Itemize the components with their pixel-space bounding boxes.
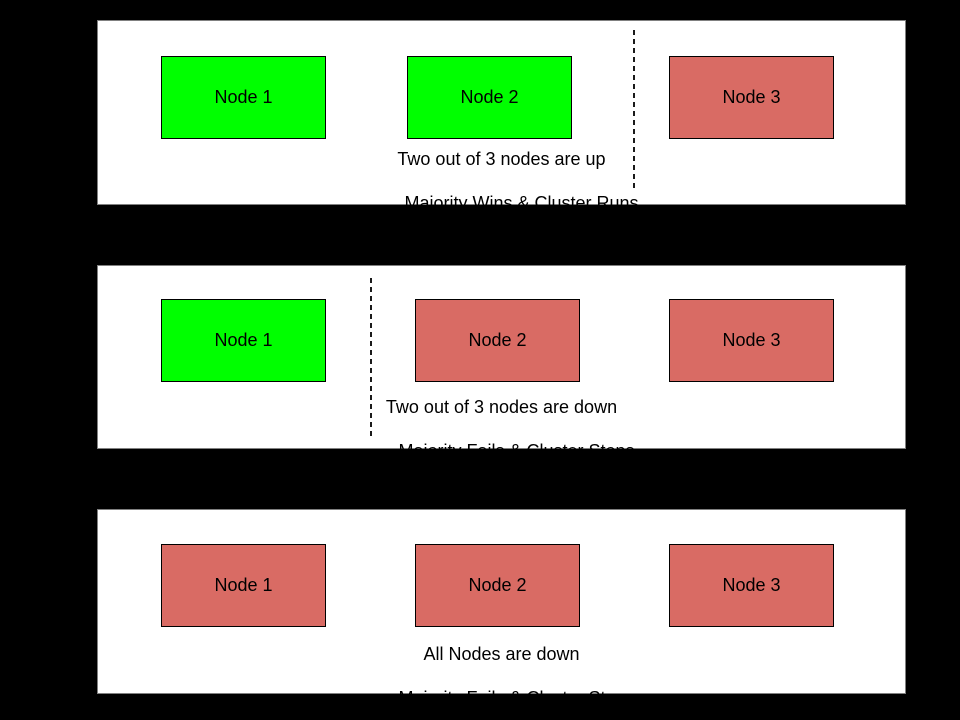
node-1-label: Node 1 (214, 575, 273, 595)
caption-line-1: Two out of 3 nodes are down (385, 397, 618, 417)
node-3-box: Node 3 (669, 299, 834, 382)
node-2-label: Node 2 (468, 575, 527, 595)
node-1-box: Node 1 (161, 544, 326, 627)
partition-dashed-line (370, 278, 372, 439)
node-3-box: Node 3 (669, 544, 834, 627)
node-2-box: Node 2 (415, 299, 580, 382)
caption-line-1: Two out of 3 nodes are up (397, 149, 606, 169)
caption-line-2: , Majority Wins & Cluster Runs (394, 193, 639, 213)
node-2-box: Node 2 (415, 544, 580, 627)
panel-caption: Two out of 3 nodes are up , Majority Win… (98, 148, 905, 236)
panel-caption: All Nodes are down Majority Fails & Clus… (98, 643, 905, 720)
node-1-label: Node 1 (214, 330, 273, 350)
node-1-box: Node 1 (161, 56, 326, 139)
node-2-label: Node 2 (468, 330, 527, 350)
node-3-label: Node 3 (722, 575, 781, 595)
node-2-label: Node 2 (460, 87, 519, 107)
node-2-box: Node 2 (407, 56, 572, 139)
node-1-box: Node 1 (161, 299, 326, 382)
node-3-box: Node 3 (669, 56, 834, 139)
node-1-label: Node 1 (214, 87, 273, 107)
panel-all-nodes-down: Node 1 Node 2 Node 3 All Nodes are down … (97, 509, 906, 708)
caption-line-2: Majority Fails & Cluster Stops (398, 441, 635, 461)
caption-line-2: Majority Fails & Cluster Stops (398, 688, 635, 708)
panel-two-nodes-up: Node 1 Node 2 Node 3 Two out of 3 nodes … (97, 20, 906, 213)
node-3-label: Node 3 (722, 330, 781, 350)
partition-dashed-line (633, 30, 635, 192)
node-3-label: Node 3 (722, 87, 781, 107)
panel-caption: Two out of 3 nodes are down Majority Fai… (98, 396, 905, 484)
caption-line-1: All Nodes are down (423, 644, 580, 664)
panel-two-nodes-down: Node 1 Node 2 Node 3 Two out of 3 nodes … (97, 265, 906, 461)
